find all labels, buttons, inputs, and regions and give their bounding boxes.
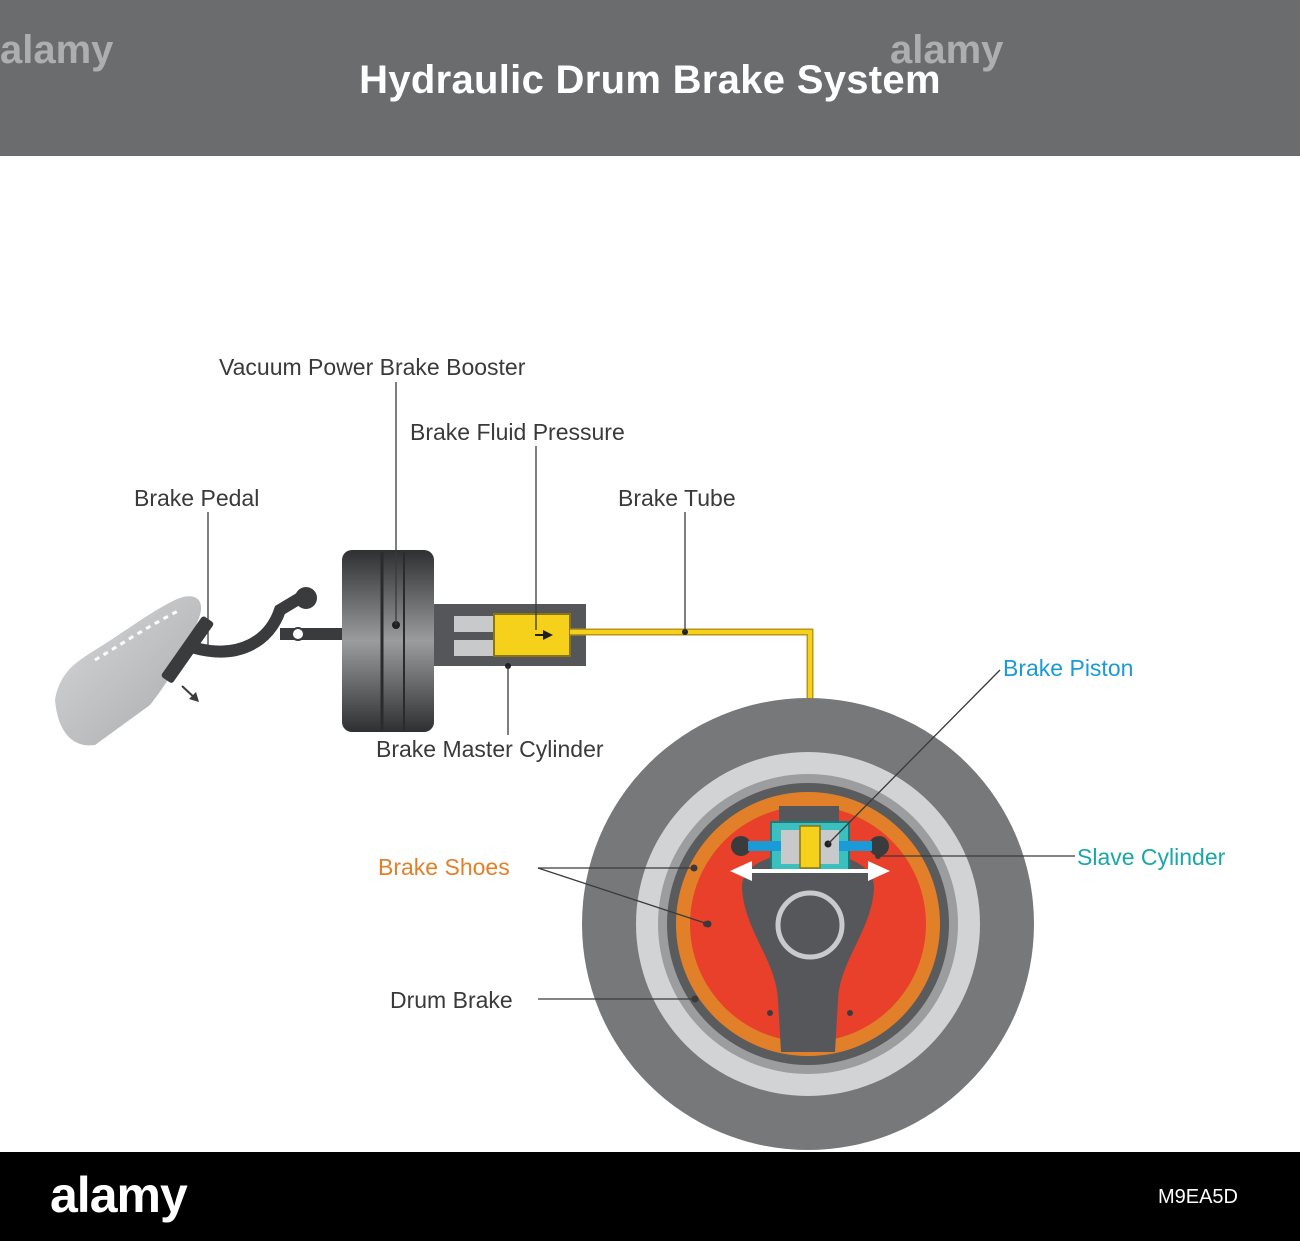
image-id: M9EA5D xyxy=(1157,1186,1238,1208)
label-brake-piston: Brake Piston xyxy=(1003,655,1134,681)
label-brake-pedal: Brake Pedal xyxy=(134,485,260,511)
motion-arrow xyxy=(730,861,890,881)
label-master-cylinder: Brake Master Cylinder xyxy=(376,736,604,762)
leader-dots xyxy=(690,853,881,1003)
brake-pedal xyxy=(161,587,345,702)
footer-logo: alamy xyxy=(50,1167,188,1223)
label-slave-cylinder: Slave Cylinder xyxy=(1077,844,1226,870)
header-bar: alamy alamy Hydraulic Drum Brake System xyxy=(0,0,1300,156)
master-cylinder xyxy=(434,604,586,669)
label-brake-shoes: Brake Shoes xyxy=(378,854,510,880)
foot-shoe xyxy=(55,596,202,746)
label-vacuum-booster: Vacuum Power Brake Booster xyxy=(219,354,526,380)
vacuum-booster xyxy=(342,550,434,732)
drum-brake xyxy=(582,698,1034,1150)
brake-diagram xyxy=(55,382,1075,1150)
watermark: alamy xyxy=(0,28,114,72)
label-brake-tube: Brake Tube xyxy=(618,485,736,511)
label-fluid-pressure: Brake Fluid Pressure xyxy=(410,419,625,445)
leader-lines xyxy=(207,382,1075,1000)
footer-bar: alamy M9EA5D xyxy=(0,1152,1300,1241)
page-title: Hydraulic Drum Brake System xyxy=(359,58,941,102)
slave-cylinder xyxy=(748,821,872,873)
watermark: alamy xyxy=(890,28,1004,72)
label-drum-brake: Drum Brake xyxy=(390,987,513,1013)
